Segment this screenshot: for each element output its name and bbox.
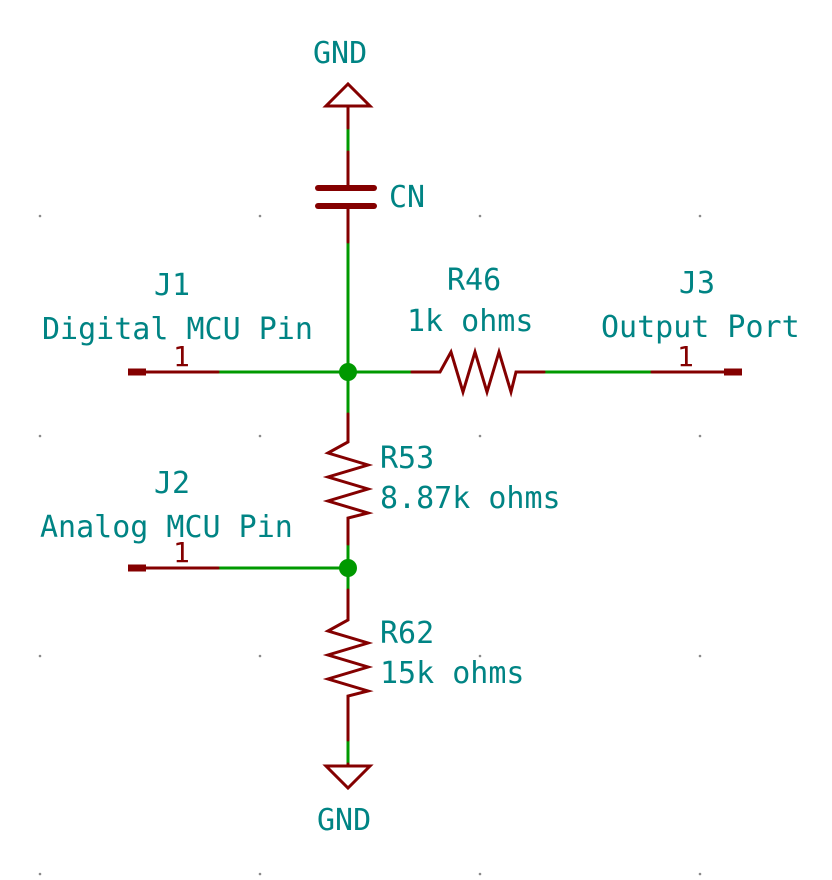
connector-j3-ref: J3 [679,266,715,301]
connector-j2-pin-number: 1 [173,536,190,569]
connector-j2-name: Analog MCU Pin [40,510,293,545]
capacitor-cn-ref: CN [389,180,425,215]
resistor-r53-value: 8.87k ohms [380,481,561,516]
capacitor-cn-symbol [315,150,377,244]
junction-node-top [339,363,357,381]
gnd-top-label: GND [313,36,367,71]
connector-j2-ref: J2 [154,466,190,501]
gnd-bottom-symbol [322,762,374,791]
resistor-r46-symbol [410,346,546,398]
junction-node-bottom [339,559,357,577]
resistor-r62-symbol [322,588,374,742]
grid-dots [38,214,702,876]
connector-j1-pin-number: 1 [173,340,190,373]
connector-j1-name: Digital MCU Pin [42,312,313,347]
resistor-r62-ref: R62 [380,616,434,651]
gnd-top-symbol [322,81,374,130]
connector-j1-ref: J1 [154,268,190,303]
resistor-r46-ref: R46 [447,263,501,298]
resistor-r53-ref: R53 [380,441,434,476]
gnd-bottom-label: GND [317,803,371,838]
connector-j3-pin-number: 1 [677,340,694,373]
resistor-r53-symbol [322,412,374,546]
resistor-r62-value: 15k ohms [380,656,525,691]
resistor-r46-value: 1k ohms [407,304,533,339]
connector-j3-name: Output Port [601,310,800,345]
